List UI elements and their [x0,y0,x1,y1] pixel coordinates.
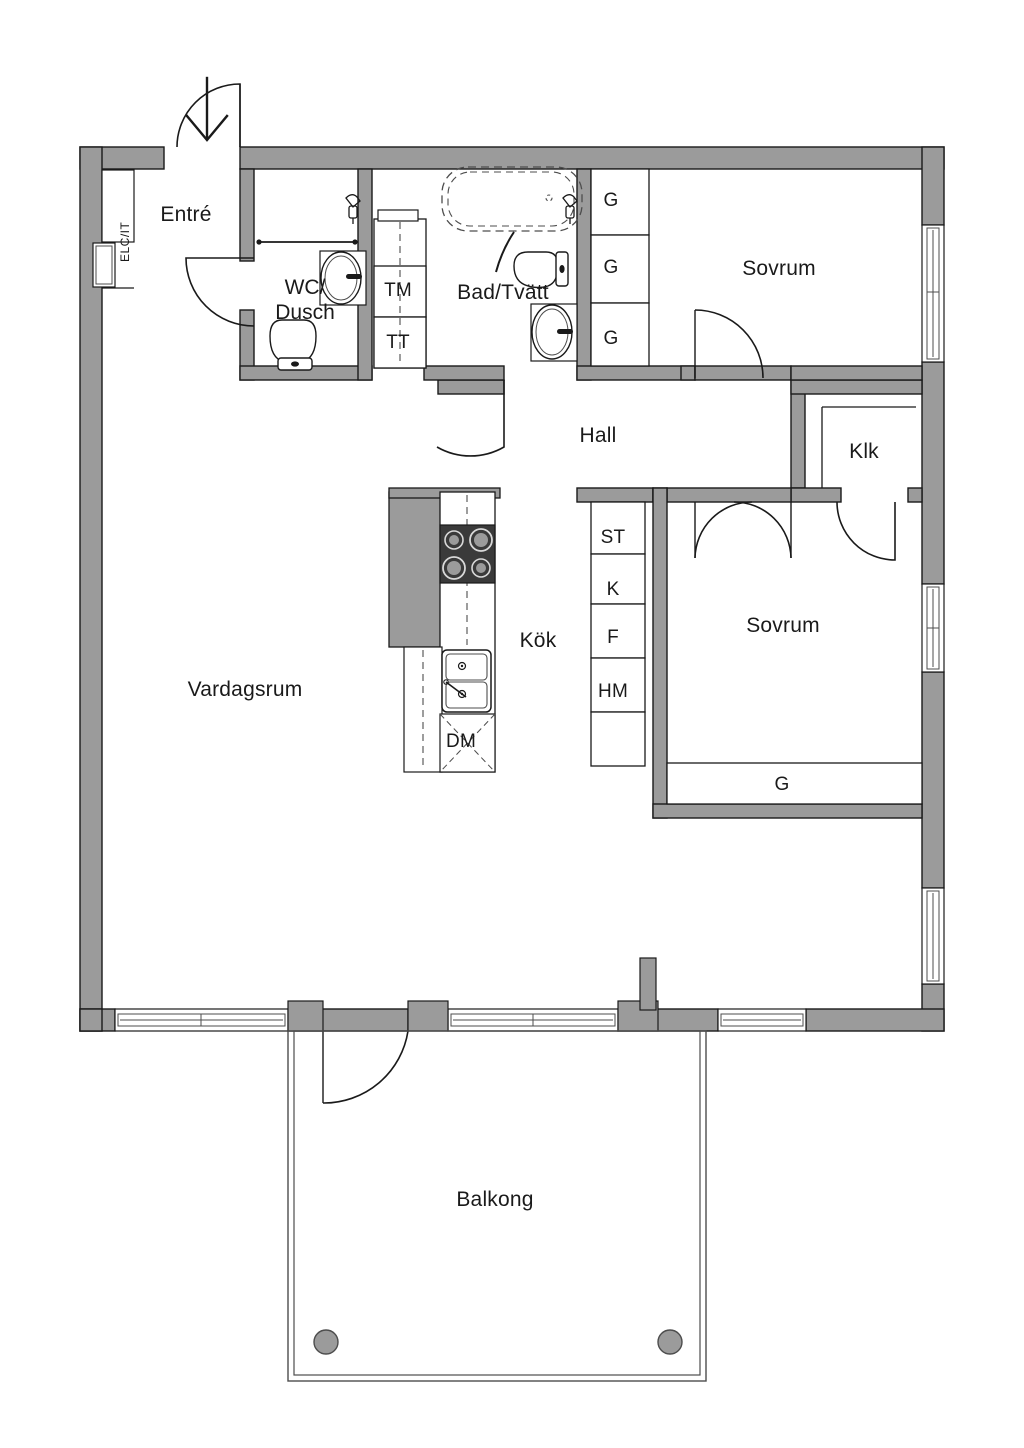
balcony-post-right [657,1329,683,1355]
door-balcony [322,1030,409,1104]
door-sov2-a [694,501,753,559]
door-klk-arc [841,502,898,559]
cabinet-hm [590,657,646,713]
wardrobe-g-sovrum2 [666,762,923,805]
kitchen-upper-cabinet [388,491,446,648]
elc-it-cabinet [92,169,135,289]
wc-dusch-line2: Dusch [275,301,335,324]
exterior-window-right-1 [921,224,945,363]
washbasin-bad-tvatt [530,303,578,362]
exterior-window-right-2 [921,583,945,673]
laundry-stack [373,209,427,369]
room-label-wc-dusch: WC/ Dusch [275,275,335,325]
cabinet-label-k: K [606,579,620,600]
cabinet-f [590,603,646,659]
room-label-sovrum-2: Sovrum [746,614,820,637]
toilet-bad-tvatt [513,251,569,289]
interior-walls [239,168,923,819]
exterior-window-right-3 [921,887,945,985]
cabinet-label-f: F [607,627,619,648]
door-sov2-b [733,501,792,559]
cabinet-label-g-top-2: G [603,257,619,278]
dishwasher [439,713,496,773]
cabinet-blank [590,711,646,767]
door-sovrum1 [694,309,764,379]
shower-mixer-wc-dusch [345,194,361,224]
room-label-entre: Entré [160,203,212,226]
exterior-window-bottom-2 [447,1008,619,1032]
cabinet-label-g-top-1: G [603,190,619,211]
elc-it-label: ELC/IT [118,221,132,262]
room-label-bad-tvatt: Bad/Tvätt [457,281,549,304]
door-wc [185,257,255,327]
bottom-wall-pier [639,957,657,1011]
cabinet-label-st: ST [600,527,626,548]
door-bad [436,380,505,457]
bathtub-dashed [441,166,583,232]
stove-cooktop-4-burner [439,524,496,584]
cabinet-label-tt: TT [386,332,410,353]
cabinet-st [590,501,646,555]
bad-tvatt-fixtures [441,166,583,362]
balcony-outline [287,1030,707,1382]
kitchen-tall-cabinets [590,501,646,767]
room-label-vardagsrum: Vardagsrum [187,678,303,701]
cabinet-label-dm: DM [446,731,476,752]
room-label-balkong: Balkong [456,1188,534,1211]
room-label-kok: Kök [519,629,557,652]
cabinet-label-g-top-3: G [603,328,619,349]
door-entry [176,83,241,148]
cabinet-label-hm: HM [598,681,628,702]
room-label-klk: Klk [849,440,879,463]
room-label-hall: Hall [579,424,617,447]
room-label-sovrum-1: Sovrum [742,257,816,280]
door-klk [836,501,896,561]
door-swings [176,83,898,1104]
balcony-post-left [313,1329,339,1355]
exterior-window-bottom-1 [114,1008,289,1032]
washbasin-wc-dusch [319,250,367,306]
cabinet-label-tm: TM [384,280,412,301]
cabinet-label-g-bottom: G [774,774,790,795]
exterior-window-bottom-3 [717,1008,807,1032]
down-arrow-icon [185,76,229,142]
toilet-wc-dusch [269,319,317,371]
wc-dusch-fixtures [256,194,367,371]
wc-dusch-line1: WC/ [284,276,326,299]
closet-g-block-top [590,168,650,367]
shower-mixer-bad-tvatt [562,194,578,224]
kitchen-sink-double [441,649,492,713]
